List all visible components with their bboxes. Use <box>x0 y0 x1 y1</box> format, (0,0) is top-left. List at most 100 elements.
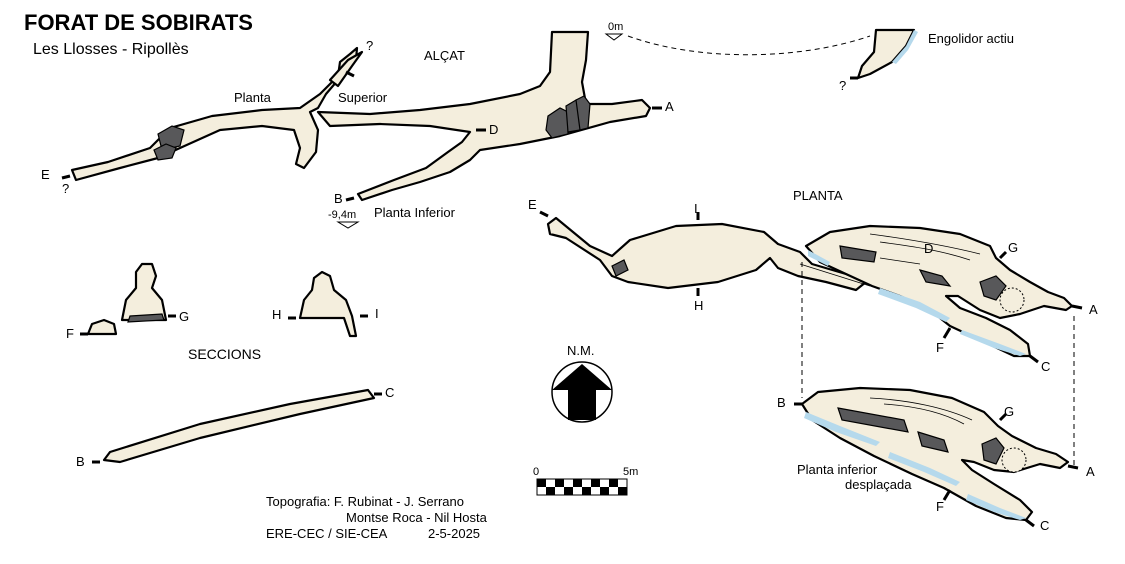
plan-water <box>808 250 830 266</box>
plan-view <box>539 210 1083 364</box>
surface-connection-line <box>627 35 871 56</box>
scale-end-label: 5m <box>623 466 638 478</box>
scale-bar-segment <box>582 487 591 495</box>
lower-plan-boulder <box>837 407 909 433</box>
plan-roof-contour <box>869 233 981 255</box>
scale-bar-segment <box>618 487 627 495</box>
elevation-heading: ALÇAT <box>424 48 465 63</box>
station-b-section: B <box>76 454 85 469</box>
elevation-sink-water <box>892 30 918 64</box>
plan-boulder <box>979 275 1007 301</box>
station-c-section: C <box>385 385 394 400</box>
station-h-plan: H <box>694 298 703 313</box>
label-sink: Engolidor actiu <box>928 31 1014 46</box>
plan-boulder <box>918 269 952 287</box>
section-f <box>86 318 118 336</box>
displaced-lower-plan <box>794 386 1079 528</box>
section-b-c <box>102 388 376 464</box>
survey-subtitle: Les Llosses - Ripollès <box>33 41 189 58</box>
elevation-upper-level <box>70 46 359 182</box>
scale-bar-segment <box>555 487 564 495</box>
station-a-plan: A <box>1089 302 1098 317</box>
station-a-elevation: A <box>665 99 674 114</box>
station-g-plan: G <box>1008 240 1018 255</box>
station-c-lower: C <box>1040 518 1049 533</box>
scale-bar-segment <box>591 487 600 495</box>
sections-view <box>80 262 382 464</box>
station-b-lower: B <box>777 395 786 410</box>
elevation-boulder <box>575 95 591 131</box>
section-h-i <box>298 270 358 338</box>
station-d-elevation: D <box>489 122 498 137</box>
displaced-lower-label-1: Planta inferior <box>797 462 878 477</box>
credits-line-1: Topografia: F. Rubinat - J. Serrano <box>266 494 464 509</box>
station-f-section: F <box>66 326 74 341</box>
section-g <box>120 262 168 322</box>
plan-heading: PLANTA <box>793 188 843 203</box>
scale-bar-segment <box>609 479 618 487</box>
section-g-floor <box>127 313 165 323</box>
depth-marker <box>336 221 360 229</box>
station-f-lower: F <box>936 499 944 514</box>
station-h-section: H <box>272 307 281 322</box>
station-a-lower: A <box>1086 464 1095 479</box>
lower-plan-shaft <box>1001 447 1027 473</box>
station-b-elevation: B <box>334 191 343 206</box>
plan-roof-contour <box>879 241 971 261</box>
scale-bar-segment <box>573 487 582 495</box>
credits-organisations: ERE-CEC / SIE-CEA <box>266 526 388 541</box>
scale-bar-border <box>536 478 628 496</box>
label-upper-level-2: Superior <box>338 90 388 105</box>
elevation-sink <box>856 28 916 80</box>
label-depth: -9,4m <box>328 209 356 221</box>
scale-bar-segment <box>537 479 546 487</box>
credits-date: 2-5-2025 <box>428 526 480 541</box>
elevation-boulder <box>545 107 569 139</box>
scale-bar-segment <box>582 479 591 487</box>
elevation-boulder <box>153 143 177 161</box>
scale-bar-segment <box>546 487 555 495</box>
station-i-plan: I <box>694 201 698 216</box>
elevation-main-passage <box>316 30 652 202</box>
scale-start-label: 0 <box>533 466 539 478</box>
label-unknown-upper: ? <box>366 38 373 53</box>
scale-bar-segment <box>600 487 609 495</box>
scale-bar-segment <box>564 487 573 495</box>
station-e-plan: E <box>528 197 537 212</box>
station-g-lower: G <box>1004 404 1014 419</box>
north-arrow-label: N.M. <box>567 343 594 358</box>
lower-plan-roof-contour <box>869 397 973 421</box>
lower-plan-boulder <box>981 437 1005 465</box>
plan-boulder <box>839 245 877 263</box>
label-lower-level: Planta Inferior <box>374 205 456 220</box>
scale-bar-segment <box>555 479 564 487</box>
label-upper-level-1: Planta <box>234 90 272 105</box>
station-e-elevation: E <box>41 167 50 182</box>
scale-bar-segment <box>546 479 555 487</box>
scale-bar-segment <box>600 479 609 487</box>
scale-bar-segment <box>564 479 573 487</box>
displaced-lower-label-2: desplaçada <box>845 477 912 492</box>
lower-plan-water <box>804 412 880 446</box>
scale-bar-segment <box>573 479 582 487</box>
scale-bar-segment <box>618 479 627 487</box>
north-arrow <box>551 361 613 423</box>
scale-bar-segment <box>609 487 618 495</box>
scale-bar-segment <box>537 487 546 495</box>
station-g-section: G <box>179 309 189 324</box>
credits-line-2: Montse Roca - Nil Hosta <box>346 510 488 525</box>
plan-main-chamber <box>804 224 1074 358</box>
station-c-plan: C <box>1041 359 1050 374</box>
plan-water <box>878 288 950 322</box>
lower-plan-water <box>966 494 1026 520</box>
plan-boulder <box>611 259 629 277</box>
scale-bar-segment <box>591 479 600 487</box>
station-f-plan: F <box>936 340 944 355</box>
lower-plan-passage <box>800 386 1070 522</box>
plan-water <box>960 330 1026 356</box>
elevation-view <box>61 28 918 229</box>
label-unknown-west: ? <box>62 181 69 196</box>
lower-plan-water <box>888 452 960 486</box>
survey-title: FORAT DE SOBIRATS <box>24 10 253 35</box>
station-i-section: I <box>375 306 379 321</box>
